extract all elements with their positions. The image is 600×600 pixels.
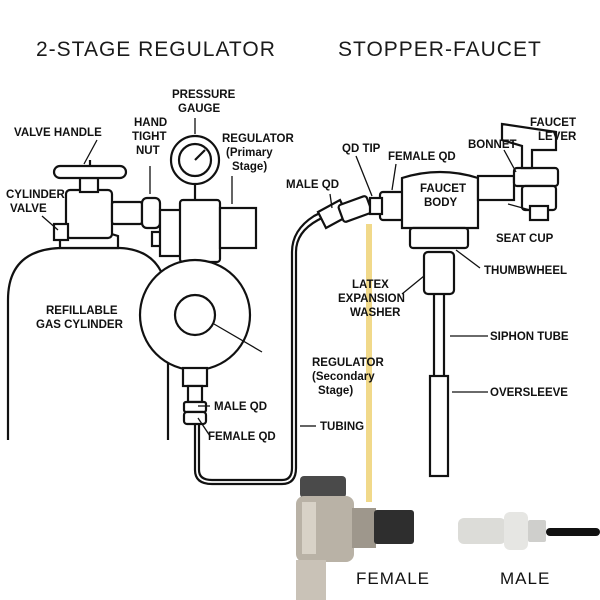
label-male-qd-left: MALE QD (214, 401, 267, 413)
label-male-qd-top: MALE QD (286, 179, 339, 191)
label-siphon-tube: SIPHON TUBE (490, 331, 569, 343)
label-female-qd-top: FEMALE QD (388, 151, 456, 163)
header-stopper-faucet: STOPPER-FAUCET (338, 38, 542, 61)
faucet-lever[interactable] (500, 122, 558, 170)
seat-cup (520, 184, 558, 222)
caption-female: FEMALE (356, 569, 430, 588)
valve-handle[interactable] (52, 160, 128, 180)
label-female-qd-left: FEMALE QD (208, 431, 276, 443)
label-regulator-primary: REGULATOR (Primary Stage) (222, 133, 297, 173)
caption-male: MALE (500, 569, 550, 588)
label-oversleeve: OVERSLEEVE (490, 387, 568, 399)
thumbwheel[interactable] (408, 226, 470, 250)
oversleeve (428, 374, 450, 478)
female-qd-faucet[interactable] (378, 190, 406, 222)
label-faucet-lever: FAUCET LEVER (530, 117, 579, 143)
regulator-secondary-stage (138, 258, 252, 404)
latex-expansion-washer (422, 250, 456, 296)
male-qd-regulator[interactable] (182, 400, 208, 414)
label-cylinder-valve: CYLINDER VALVE (6, 189, 68, 215)
label-faucet-body: FAUCET BODY (420, 183, 469, 209)
qd-tip (368, 196, 384, 216)
label-qd-tip: QD TIP (342, 143, 381, 155)
label-bonnet: BONNET (468, 139, 517, 151)
label-latex-expansion-washer: LATEX EXPANSION WASHER (338, 279, 408, 319)
label-tubing: TUBING (320, 421, 364, 433)
label-seat-cup: SEAT CUP (496, 233, 554, 245)
pressure-gauge (169, 134, 221, 186)
header-2-stage-regulator: 2-STAGE REGULATOR (36, 38, 276, 61)
male-qd-faucet[interactable] (316, 195, 373, 230)
highlight-bar (366, 224, 372, 502)
label-hand-tight-nut: HAND TIGHT NUT (132, 117, 170, 157)
label-valve-handle: VALVE HANDLE (14, 127, 102, 139)
regulator-primary-stage (158, 182, 258, 264)
gas-tubing (193, 215, 327, 486)
cylinder-valve (52, 176, 144, 242)
label-pressure-gauge: PRESSURE GAUGE (172, 89, 238, 115)
female-qd-regulator[interactable] (182, 410, 208, 426)
leader-lines (41, 118, 531, 437)
label-regulator-secondary: REGULATOR (Secondary Stage) (312, 357, 387, 397)
faucet-body (400, 170, 516, 230)
faucet-bonnet (512, 166, 560, 188)
photo-male-qd (458, 512, 600, 550)
photo-female-qd (296, 476, 414, 600)
label-refillable-gas-cylinder: REFILLABLE GAS CYLINDER (36, 305, 124, 331)
label-thumbwheel: THUMBWHEEL (484, 265, 567, 277)
